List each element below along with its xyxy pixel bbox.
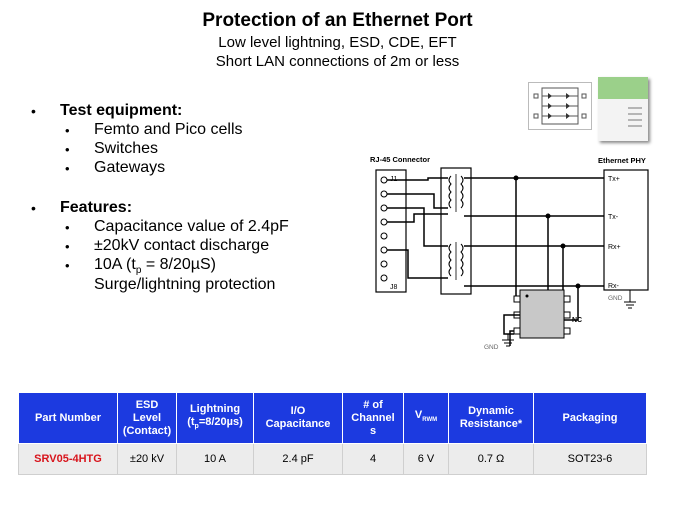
bullet-dot: •	[65, 239, 70, 254]
header-packaging: Packaging	[533, 392, 647, 444]
bullet-dot: •	[65, 220, 70, 235]
bullet-item: ±20kV contact discharge	[94, 237, 270, 254]
subtitle-1: Low level lightning, ESD, CDE, EFT	[218, 34, 457, 51]
datasheet-thumbnail	[598, 77, 648, 141]
header-vrwm: VRWM	[403, 392, 449, 444]
gnd-label-right: GND	[608, 295, 623, 302]
phy-label: Ethernet PHY	[598, 156, 646, 165]
cell-lightning: 10 A	[176, 443, 254, 475]
bullet-item: Gateways	[94, 159, 166, 176]
bullet-dot: •	[65, 142, 70, 157]
package-diagram-thumbnail	[528, 82, 592, 130]
header-part-number: Part Number	[18, 392, 118, 444]
signal-rx-plus: Rx+	[608, 244, 621, 251]
signal-rx-minus: Rx-	[608, 283, 620, 290]
signal-tx-minus: Tx-	[608, 214, 619, 221]
signal-tx-plus: Tx+	[608, 176, 620, 183]
bullet-dot: •	[31, 200, 36, 216]
bullet-item: Femto and Pico cells	[94, 121, 243, 138]
bullet-dot: •	[65, 258, 70, 273]
gnd-label-bottom: GND	[484, 344, 499, 351]
subtitle-2: Short LAN connections of 2m or less	[215, 53, 460, 70]
bullet-dot: •	[65, 123, 70, 138]
ethernet-port-schematic: RJ-45 Connector Ethernet PHY J1 J8 Tx+ T…	[370, 155, 649, 351]
cell-part-number: SRV05-4HTG	[18, 443, 118, 475]
bullet-dot: •	[31, 103, 36, 119]
page-title: Protection of an Ethernet Port	[202, 10, 473, 31]
cell-channels: 4	[342, 443, 404, 475]
bullet-item-surge: 10A (tp = 8/20µS)	[94, 256, 216, 277]
bullet-heading-test-equipment: Test equipment:	[60, 102, 183, 119]
cell-esd-level: ±20 kV	[117, 443, 177, 475]
nc-label: NC	[572, 317, 582, 324]
bullet-dot: •	[65, 161, 70, 176]
cell-packaging: SOT23-6	[533, 443, 647, 475]
bullet-item: Switches	[94, 140, 159, 157]
cell-vrwm: 6 V	[403, 443, 449, 475]
bullet-item: Capacitance value of 2.4pF	[94, 218, 289, 235]
table-row: SRV05-4HTG ±20 kV 10 A 2.4 pF 4 6 V 0.7 …	[18, 443, 647, 475]
cell-dynamic-resistance: 0.7 Ω	[448, 443, 534, 475]
connector-label: RJ-45 Connector	[370, 155, 430, 164]
bullet-heading-features: Features:	[60, 199, 133, 216]
pin-label-j8: J8	[390, 284, 398, 291]
bullet-item-surge-line2: Surge/lightning protection	[94, 276, 276, 293]
cell-io-capacitance: 2.4 pF	[253, 443, 343, 475]
header-lightning: Lightning(tp=8/20µs)	[176, 392, 254, 444]
